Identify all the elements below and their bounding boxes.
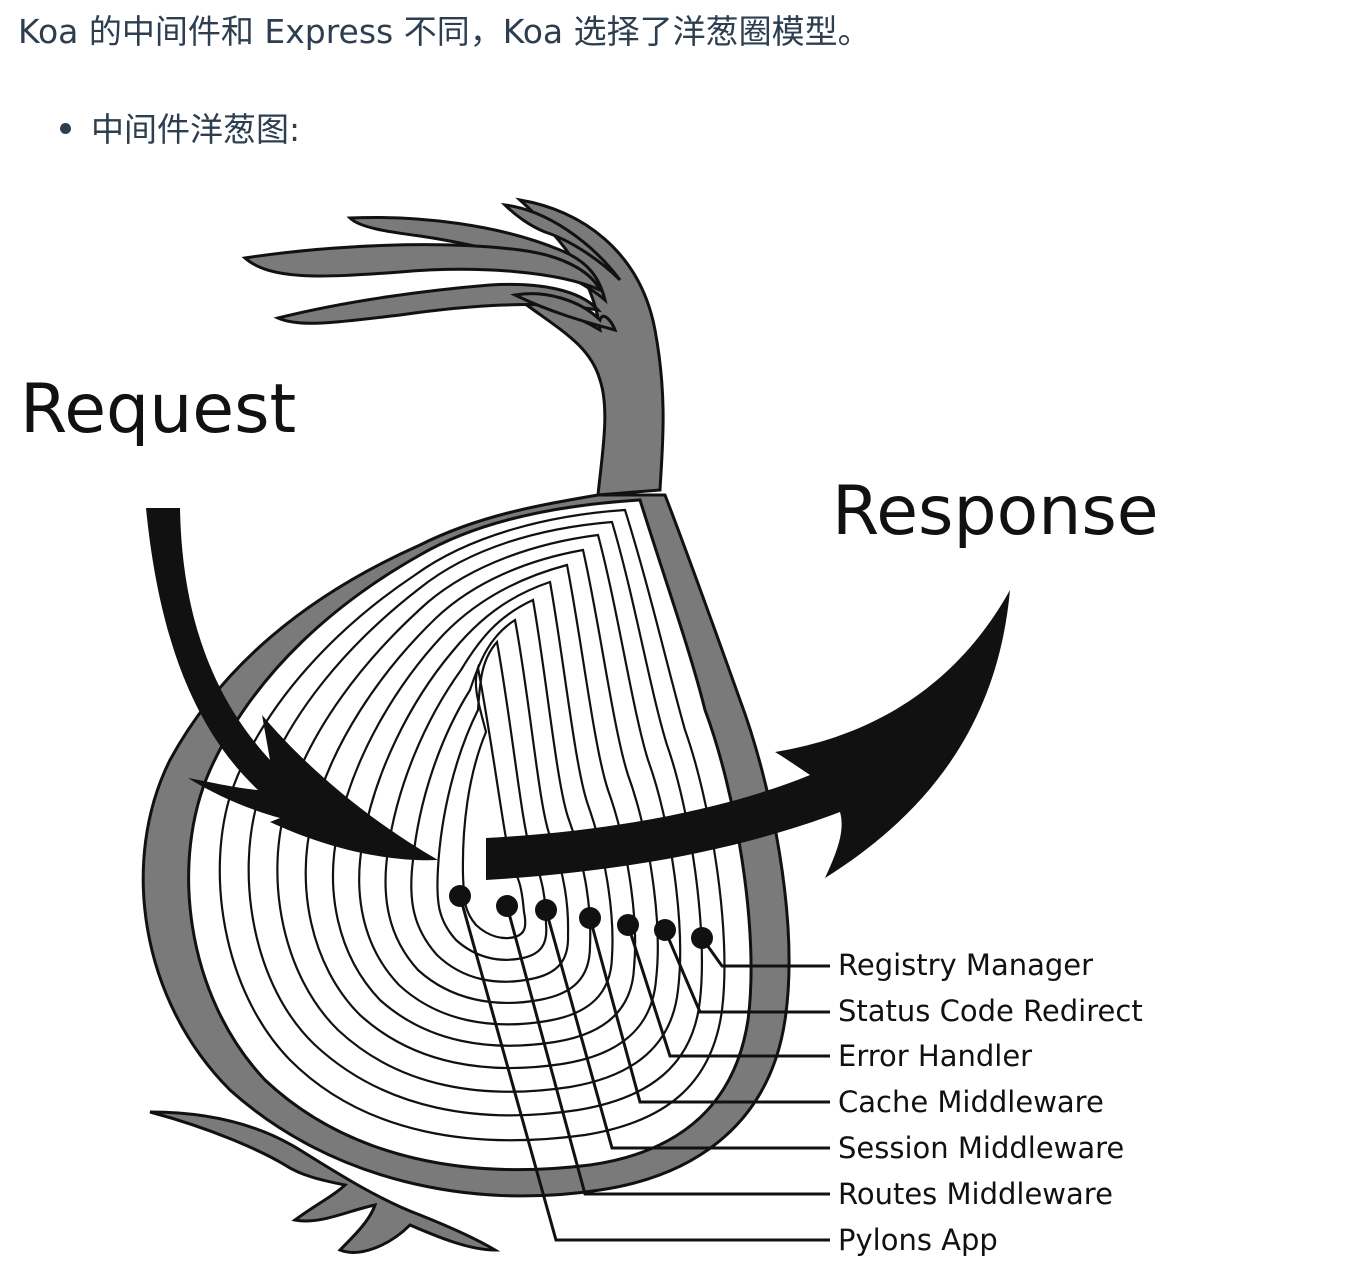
layer-label-cache-middleware: Cache Middleware (838, 1085, 1104, 1119)
bullet-dot-icon (60, 123, 71, 134)
layer-label-registry-manager: Registry Manager (838, 948, 1093, 982)
layer-dot (535, 899, 557, 921)
onion-diagram-svg: Request Response Registry Manager Status… (20, 197, 1159, 1257)
onion-diagram: Request Response Registry Manager Status… (0, 180, 1352, 1280)
layer-dot (617, 914, 639, 936)
onion-roots (149, 1110, 501, 1254)
response-label: Response (832, 472, 1159, 551)
layer-dot (579, 907, 601, 929)
request-label: Request (20, 370, 296, 449)
layer-labels: Registry Manager Status Code Redirect Er… (838, 948, 1143, 1257)
layer-label-routes-middleware: Routes Middleware (838, 1177, 1113, 1211)
layer-label-session-middleware: Session Middleware (838, 1131, 1124, 1165)
layer-label-pylons-app: Pylons App (838, 1223, 998, 1257)
layer-dot (449, 885, 471, 907)
layer-dot (654, 919, 676, 941)
layer-label-error-handler: Error Handler (838, 1039, 1032, 1073)
layer-dot (496, 895, 518, 917)
onion-flesh (187, 498, 753, 1172)
bullet-text: 中间件洋葱图: (91, 110, 301, 149)
layer-leader-lines (458, 895, 830, 1242)
intro-paragraph: Koa 的中间件和 Express 不同，Koa 选择了洋葱圈模型。 (18, 12, 871, 51)
response-arrow (486, 590, 1010, 880)
layer-dot (691, 927, 713, 949)
layer-dots (449, 885, 713, 949)
onion-leaves (241, 197, 665, 497)
bullet-list-item: 中间件洋葱图: (60, 106, 300, 154)
layer-label-status-code-redirect: Status Code Redirect (838, 994, 1143, 1028)
request-arrow (146, 508, 438, 861)
